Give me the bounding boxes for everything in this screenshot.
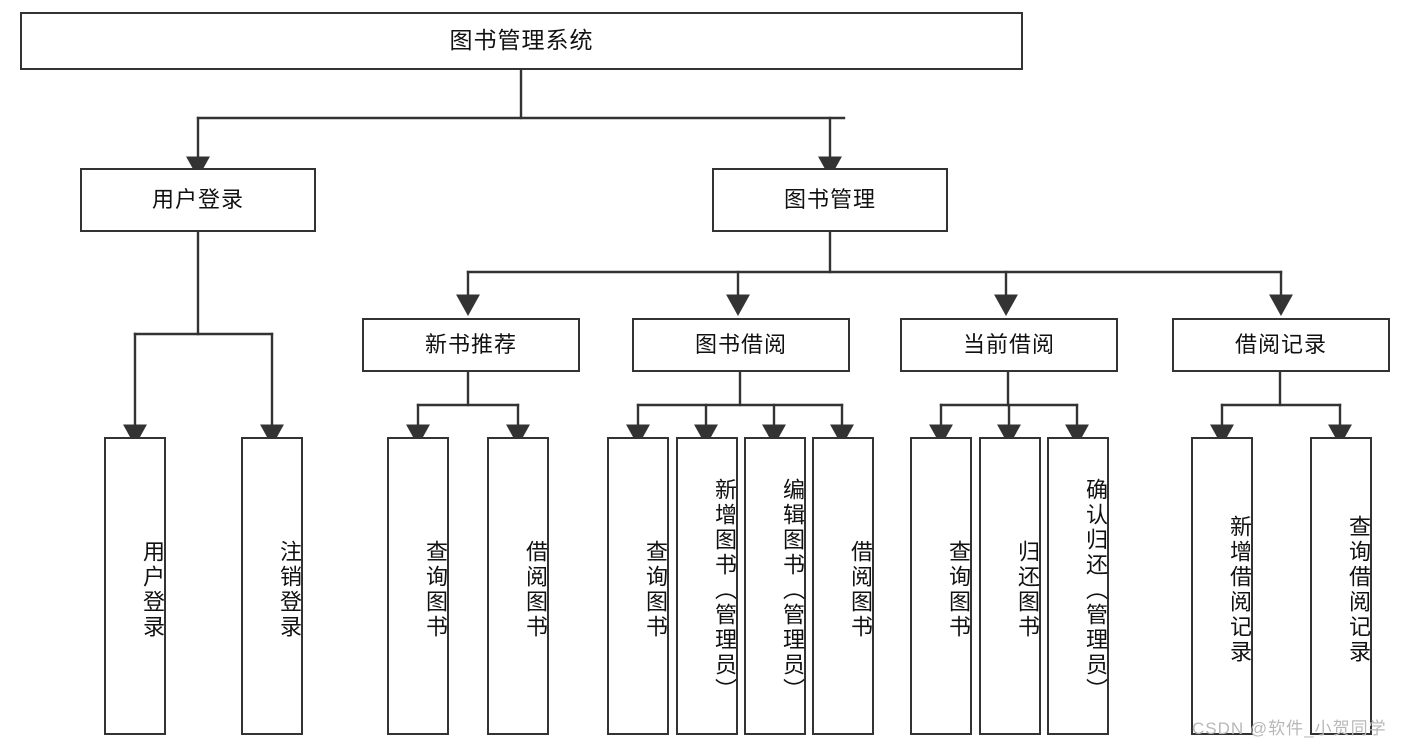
node-leaf-return-book-label: 归还图书 bbox=[1015, 540, 1040, 640]
node-book-borrow[interactable]: 图书借阅 bbox=[632, 318, 850, 372]
node-leaf-query-record[interactable]: 查询借阅记录 bbox=[1310, 437, 1372, 735]
node-borrow-record[interactable]: 借阅记录 bbox=[1172, 318, 1390, 372]
node-leaf-query-record-label: 查询借阅记录 bbox=[1346, 515, 1371, 665]
node-current-borrow-label: 当前借阅 bbox=[962, 331, 1055, 357]
node-leaf-edit-book[interactable]: 编辑图书（管理员） bbox=[744, 437, 806, 735]
node-leaf-logout-login-label: 注销登录 bbox=[277, 540, 302, 640]
node-leaf-query-book-3-label: 查询图书 bbox=[946, 540, 971, 640]
node-book-borrow-label: 图书借阅 bbox=[694, 331, 787, 357]
node-leaf-user-login-label: 用户登录 bbox=[140, 540, 165, 640]
node-leaf-return-book[interactable]: 归还图书 bbox=[979, 437, 1041, 735]
node-root[interactable]: 图书管理系统 bbox=[20, 12, 1023, 70]
node-leaf-borrow-book-2[interactable]: 借阅图书 bbox=[812, 437, 874, 735]
node-new-book-recommend[interactable]: 新书推荐 bbox=[362, 318, 580, 372]
node-leaf-add-book[interactable]: 新增图书（管理员） bbox=[676, 437, 738, 735]
node-root-label: 图书管理系统 bbox=[449, 27, 594, 54]
node-leaf-edit-book-label: 编辑图书（管理员） bbox=[780, 477, 805, 703]
node-leaf-borrow-book-1-label: 借阅图书 bbox=[523, 540, 548, 640]
node-book-manage-label: 图书管理 bbox=[783, 186, 876, 212]
node-leaf-query-book-3[interactable]: 查询图书 bbox=[910, 437, 972, 735]
node-borrow-record-label: 借阅记录 bbox=[1234, 331, 1327, 357]
node-user-login-label: 用户登录 bbox=[151, 186, 244, 212]
node-leaf-add-record-label: 新增借阅记录 bbox=[1227, 515, 1252, 665]
node-leaf-borrow-book-1[interactable]: 借阅图书 bbox=[487, 437, 549, 735]
node-leaf-query-book-1[interactable]: 查询图书 bbox=[387, 437, 449, 735]
node-current-borrow[interactable]: 当前借阅 bbox=[900, 318, 1118, 372]
node-leaf-confirm-return[interactable]: 确认归还（管理员） bbox=[1047, 437, 1109, 735]
node-leaf-confirm-return-label: 确认归还（管理员） bbox=[1083, 477, 1108, 703]
node-leaf-logout-login[interactable]: 注销登录 bbox=[241, 437, 303, 735]
node-leaf-query-book-1-label: 查询图书 bbox=[423, 540, 448, 640]
node-leaf-add-book-label: 新增图书（管理员） bbox=[712, 477, 737, 703]
node-user-login[interactable]: 用户登录 bbox=[80, 168, 316, 232]
node-leaf-add-record[interactable]: 新增借阅记录 bbox=[1191, 437, 1253, 735]
node-leaf-query-book-2[interactable]: 查询图书 bbox=[607, 437, 669, 735]
node-leaf-query-book-2-label: 查询图书 bbox=[643, 540, 668, 640]
node-leaf-user-login[interactable]: 用户登录 bbox=[104, 437, 166, 735]
node-new-book-recommend-label: 新书推荐 bbox=[424, 331, 517, 357]
node-book-manage[interactable]: 图书管理 bbox=[712, 168, 948, 232]
node-leaf-borrow-book-2-label: 借阅图书 bbox=[848, 540, 873, 640]
